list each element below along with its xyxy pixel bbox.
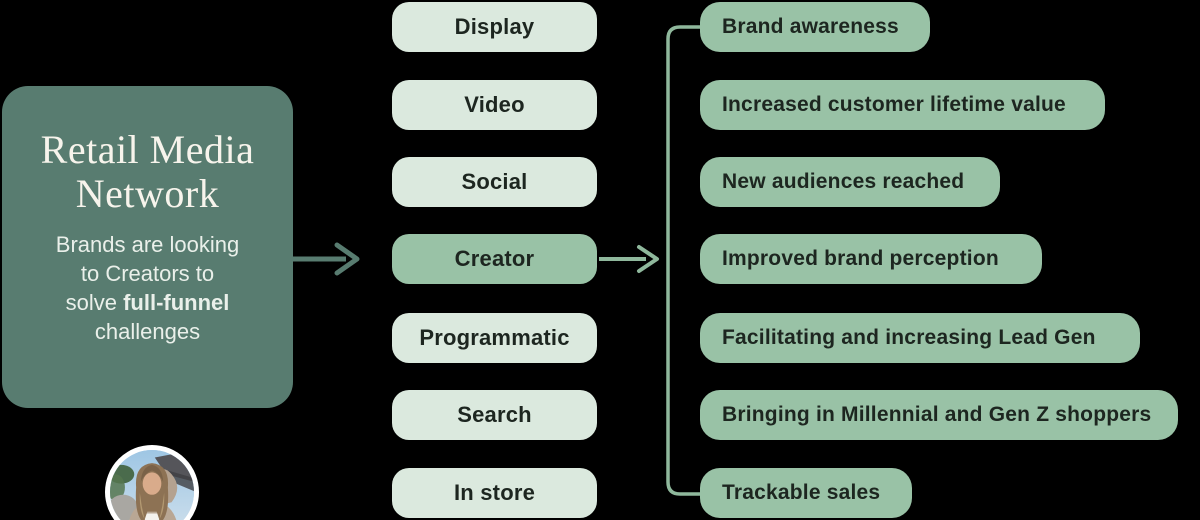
benefit-label: Bringing in Millennial and Gen Z shopper…	[722, 403, 1152, 426]
subtitle-line3-bold: full-funnel	[123, 290, 230, 315]
benefit-label: Brand awareness	[722, 15, 899, 38]
channel-label: Search	[457, 402, 532, 427]
arrow-right-icon	[293, 242, 360, 276]
subtitle-line3: solve	[65, 290, 124, 315]
benefit-label: Facilitating and increasing Lead Gen	[722, 326, 1096, 349]
benefit-box-brand-perception: Improved brand perception	[700, 234, 1042, 284]
bracket-line	[666, 25, 700, 496]
benefit-label: Trackable sales	[722, 481, 881, 504]
channel-pill-programmatic: Programmatic	[392, 313, 597, 363]
channel-label: Programmatic	[419, 325, 570, 350]
creator-avatar	[105, 445, 199, 520]
arrow-right-icon	[599, 245, 659, 273]
benefit-box-lifetime-value: Increased customer lifetime value	[700, 80, 1105, 130]
channel-pill-creator: Creator	[392, 234, 597, 284]
card-title: Retail Media Network	[2, 128, 293, 216]
subtitle-line2: to Creators to	[80, 261, 215, 286]
channel-pill-social: Social	[392, 157, 597, 207]
channel-label: Display	[454, 14, 535, 39]
benefit-box-lead-gen: Facilitating and increasing Lead Gen	[700, 313, 1140, 363]
channel-label: Video	[464, 92, 525, 117]
retail-media-network-card: Retail Media Network Brands are looking …	[2, 86, 293, 520]
benefit-box-genz-shoppers: Bringing in Millennial and Gen Z shopper…	[700, 390, 1178, 440]
channel-pill-video: Video	[392, 80, 597, 130]
creator-photo-illustration	[110, 450, 194, 520]
card-title-line2: Network	[75, 171, 220, 216]
benefit-box-brand-awareness: Brand awareness	[700, 2, 930, 52]
benefit-label: Improved brand perception	[722, 247, 999, 270]
benefit-box-trackable-sales: Trackable sales	[700, 468, 912, 518]
benefit-box-new-audiences: New audiences reached	[700, 157, 1000, 207]
card-subtitle: Brands are looking to Creators to solve …	[2, 230, 293, 346]
card-title-line1: Retail Media	[40, 127, 255, 172]
channel-label: Creator	[454, 246, 535, 271]
benefit-label: Increased customer lifetime value	[722, 93, 1066, 116]
channel-pill-display: Display	[392, 2, 597, 52]
subtitle-line1: Brands are looking	[55, 232, 240, 257]
benefit-label: New audiences reached	[722, 170, 965, 193]
channel-pill-in-store: In store	[392, 468, 597, 518]
channel-label: In store	[453, 480, 536, 505]
subtitle-line4: challenges	[94, 319, 201, 344]
channel-label: Social	[461, 169, 528, 194]
channel-pill-search: Search	[392, 390, 597, 440]
